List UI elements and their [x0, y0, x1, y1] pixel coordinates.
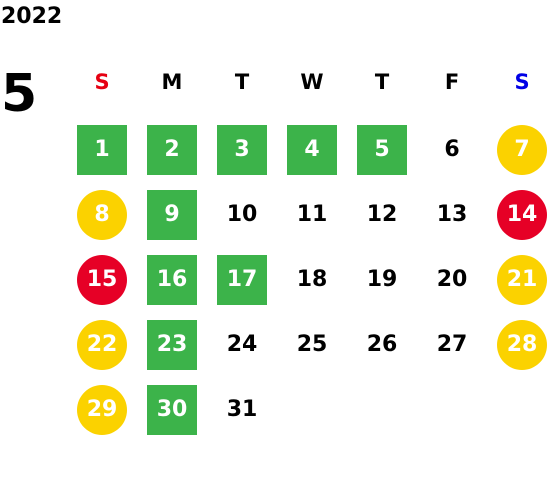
day-cell: 23 — [147, 320, 197, 370]
day-cell: 5 — [357, 125, 407, 175]
day-cell: 14 — [497, 190, 547, 240]
day-cell: 27 — [436, 332, 468, 357]
day-cell: 6 — [444, 137, 460, 162]
weekday-header-thursday: T — [374, 70, 390, 94]
day-cell: 18 — [296, 267, 328, 292]
calendar-year: 2022 — [1, 4, 63, 29]
day-cell: 7 — [497, 125, 547, 175]
weekday-header-wednesday: W — [300, 70, 324, 94]
day-cell: 26 — [366, 332, 398, 357]
calendar-month-number: 5 — [1, 64, 38, 124]
day-cell: 25 — [296, 332, 328, 357]
day-cell: 16 — [147, 255, 197, 305]
day-cell: 1 — [77, 125, 127, 175]
day-cell: 8 — [77, 190, 127, 240]
day-cell: 13 — [436, 202, 468, 227]
weekday-header-saturday: S — [514, 70, 530, 94]
day-cell: 30 — [147, 385, 197, 435]
weekday-header-monday: M — [161, 70, 183, 94]
weekday-header-sunday: S — [94, 70, 110, 94]
day-cell: 10 — [226, 202, 258, 227]
weekday-header-friday: F — [444, 70, 460, 94]
day-cell: 11 — [296, 202, 328, 227]
day-cell: 20 — [436, 267, 468, 292]
day-cell: 15 — [77, 255, 127, 305]
day-cell: 9 — [147, 190, 197, 240]
day-cell: 22 — [77, 320, 127, 370]
day-cell: 19 — [366, 267, 398, 292]
day-cell: 21 — [497, 255, 547, 305]
weekday-header-tuesday: T — [234, 70, 250, 94]
day-cell: 17 — [217, 255, 267, 305]
day-cell: 31 — [226, 397, 258, 422]
day-cell: 29 — [77, 385, 127, 435]
day-cell: 2 — [147, 125, 197, 175]
day-cell: 3 — [217, 125, 267, 175]
day-cell: 4 — [287, 125, 337, 175]
day-cell: 24 — [226, 332, 258, 357]
day-cell: 28 — [497, 320, 547, 370]
day-cell: 12 — [366, 202, 398, 227]
